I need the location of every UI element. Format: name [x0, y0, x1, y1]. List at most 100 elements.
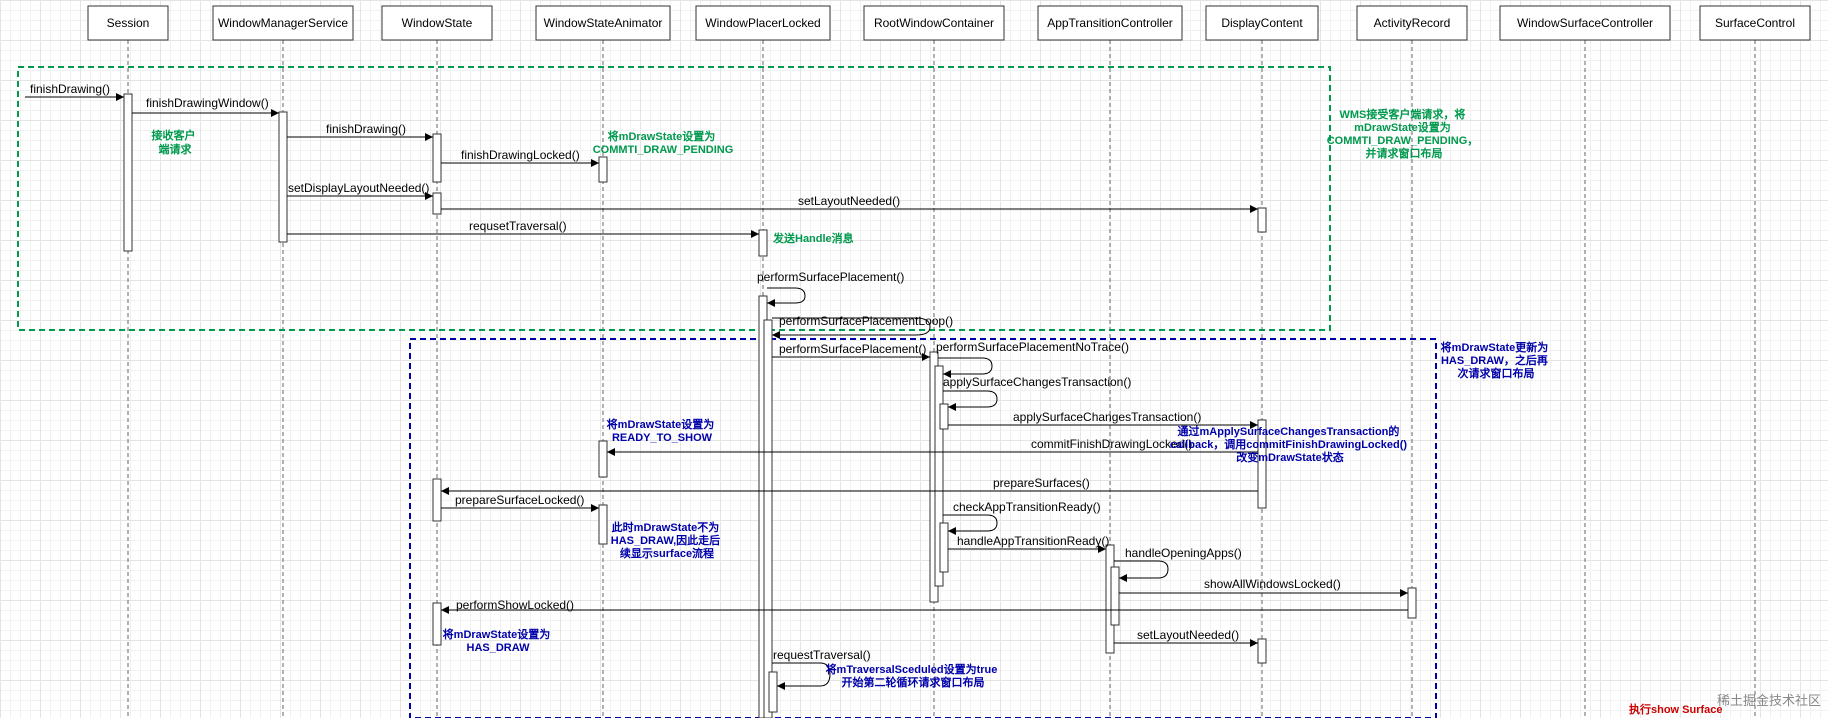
message-perform-surface-placement-no-trace: performSurfacePlacementNoTrace()	[936, 340, 1129, 378]
message-perform-surface-placement-self: performSurfacePlacement()	[757, 270, 904, 307]
note-ready-to-show: 将mDrawState设置为 READY_TO_SHOW	[607, 417, 718, 444]
activation-bar-wms	[278, 111, 288, 243]
participant-wpl: WindowPlacerLocked	[695, 5, 831, 41]
notes: 接收客户 端请求 将mDrawState设置为 COMMTI_DRAW_PEND…	[151, 107, 1722, 716]
message-label: requestTraversal()	[773, 648, 871, 662]
message-label: performSurfacePlacementLoop()	[779, 314, 953, 328]
message-label: setLayoutNeeded()	[798, 194, 900, 208]
activation-bar-rwc	[939, 403, 949, 430]
message-label: performSurfacePlacement()	[757, 270, 904, 284]
participant-wsc: WindowSurfaceController	[1499, 5, 1671, 41]
message-set-display-layout-needed: setDisplayLayoutNeeded()	[287, 181, 433, 200]
message-commit-finish-drawing-locked: commitFinishDrawingLocked()	[607, 437, 1258, 456]
message-label: handleAppTransitionReady()	[957, 534, 1109, 548]
activation-bar-session	[123, 93, 133, 252]
activation-bar-wsa	[598, 504, 608, 545]
message-label: showAllWindowsLocked()	[1204, 577, 1341, 591]
participant-headers: Session WindowManagerService WindowState…	[87, 5, 1811, 41]
participant-label: WindowSurfaceController	[1517, 16, 1653, 30]
activation-bar-wsa	[598, 440, 608, 478]
note-second-loop: 将mTraversalSceduled设置为true 开始第二轮循环请求窗口布局	[826, 662, 1001, 689]
message-label: performShowLocked()	[456, 598, 574, 612]
message-label: finishDrawingWindow()	[146, 96, 269, 110]
activation-bar-ws	[432, 478, 442, 522]
message-label: setDisplayLayoutNeeded()	[288, 181, 429, 195]
message-label: commitFinishDrawingLocked()	[1031, 437, 1192, 451]
activation-bar-dc	[1257, 638, 1267, 664]
message-label: checkAppTransitionReady()	[953, 500, 1101, 514]
activation-bar-ws	[432, 133, 442, 183]
note-receive-request: 接收客户 端请求	[151, 128, 198, 156]
message-label: prepareSurfaces()	[993, 476, 1090, 490]
participant-session: Session	[87, 5, 169, 41]
message-handle-opening-apps: handleOpeningApps()	[1114, 546, 1242, 582]
participant-label: SurfaceControl	[1715, 16, 1795, 30]
note-not-has-draw: 此时mDrawState不为 HAS_DRAW,因此走后 续显示surface流…	[611, 520, 723, 560]
message-request-traversal-second: requestTraversal()	[772, 648, 871, 690]
message-show-all-windows-locked: showAllWindowsLocked()	[1119, 577, 1408, 597]
message-label: requsetTraversal()	[469, 219, 567, 233]
message-label: applySurfaceChangesTransaction()	[943, 375, 1131, 389]
message-handle-app-transition-ready: handleAppTransitionReady()	[948, 534, 1109, 553]
message-label: finishDrawingLocked()	[461, 148, 580, 162]
message-label: performSurfacePlacementNoTrace()	[936, 340, 1129, 354]
message-label: applySurfaceChangesTransaction()	[1013, 410, 1201, 424]
message-finish-drawing: finishDrawing()	[25, 82, 124, 101]
message-perform-show-locked: performShowLocked()	[441, 598, 1408, 614]
message-finish-drawing-window: finishDrawingWindow()	[132, 96, 279, 117]
activation-bar-ws	[432, 602, 442, 646]
participant-wsa: WindowStateAnimator	[535, 5, 671, 41]
message-request-traversal: requsetTraversal()	[287, 219, 759, 238]
note-set-has-draw: 将mDrawState设置为 HAS_DRAW	[443, 627, 554, 654]
message-label: prepareSurfaceLocked()	[455, 493, 584, 507]
participant-label: RootWindowContainer	[874, 16, 994, 30]
activation-bar-wpl	[768, 671, 778, 713]
activation-bar-ws	[432, 192, 442, 215]
participant-label: WindowStateAnimator	[544, 16, 663, 30]
activation-bar-ar	[1407, 587, 1417, 619]
participant-label: Session	[107, 16, 150, 30]
participant-ar: ActivityRecord	[1356, 5, 1468, 41]
message-label: performSurfacePlacement()	[779, 342, 926, 356]
activation-bar-rwc	[939, 522, 949, 573]
message-set-layout-needed-atc: setLayoutNeeded()	[1114, 628, 1258, 647]
activation-bar-dc	[1257, 419, 1267, 509]
message-prepare-surface-locked: prepareSurfaceLocked()	[441, 493, 599, 512]
message-perform-surface-placement-loop: performSurfacePlacementLoop()	[772, 314, 953, 339]
messages: finishDrawing() finishDrawingWindow() fi…	[25, 82, 1408, 690]
participant-label: DisplayContent	[1221, 16, 1303, 30]
participant-rwc: RootWindowContainer	[863, 5, 1005, 41]
message-label: finishDrawing()	[326, 122, 406, 136]
message-finish-drawing-ws: finishDrawing()	[287, 122, 433, 141]
note-callback: 通过mApplySurfaceChangesTransaction的 callb…	[1170, 424, 1410, 464]
note-show-surface: 执行show Surface	[1629, 702, 1723, 716]
message-check-app-transition-ready: checkAppTransitionReady()	[943, 500, 1101, 535]
message-prepare-surfaces: prepareSurfaces()	[441, 476, 1258, 495]
participant-label: AppTransitionController	[1047, 16, 1173, 30]
note-send-handle: 发送Handle消息	[772, 231, 854, 245]
message-label: setLayoutNeeded()	[1137, 628, 1239, 642]
message-label: handleOpeningApps()	[1125, 546, 1242, 560]
message-perform-surface-placement: performSurfacePlacement()	[772, 342, 930, 361]
message-label: finishDrawing()	[30, 82, 110, 96]
watermark-text: 稀土掘金技术社区	[1717, 693, 1821, 708]
wms-request-frame	[17, 66, 1331, 331]
note-commit-pending: 将mDrawState设置为 COMMTI_DRAW_PENDING	[593, 129, 734, 156]
participant-label: WindowState	[402, 16, 473, 30]
activation-bar-dc	[1257, 207, 1267, 233]
participant-wms: WindowManagerService	[212, 5, 354, 41]
note-wms-summary: WMS接受客户端请求，将 mDrawState设置为 COMMTI_DRAW_P…	[1327, 107, 1482, 160]
activation-bar-wsa	[598, 156, 608, 183]
activation-bar-rwc	[934, 365, 944, 587]
participant-dc: DisplayContent	[1205, 5, 1319, 41]
participant-label: WindowManagerService	[218, 16, 348, 30]
message-apply-surface-changes: applySurfaceChangesTransaction()	[948, 410, 1258, 429]
participant-ws: WindowState	[381, 5, 493, 41]
activation-bar-atc	[1110, 566, 1120, 626]
message-apply-surface-changes-self: applySurfaceChangesTransaction()	[943, 375, 1131, 411]
participant-label: ActivityRecord	[1374, 16, 1451, 30]
participant-atc: AppTransitionController	[1037, 5, 1183, 41]
activation-bars	[123, 93, 1417, 718]
layout-loop-frame	[409, 338, 1437, 718]
